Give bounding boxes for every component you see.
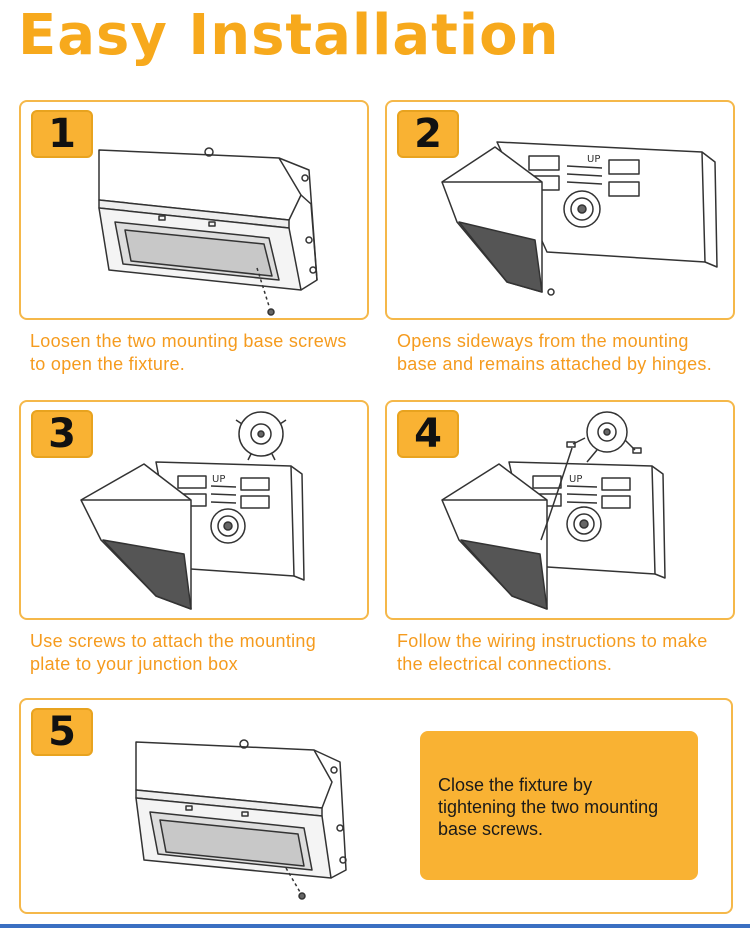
- step-1-caption: Loosen the two mounting base screws to o…: [30, 330, 347, 376]
- caption-line: Use screws to attach the mounting: [30, 631, 317, 651]
- fixture-closed-with-screw-icon: [98, 147, 318, 316]
- caption-line: the electrical connections.: [397, 654, 613, 674]
- fixture-closed-with-screw-icon: [135, 739, 347, 900]
- step-3-panel: 3 UP: [19, 400, 369, 620]
- step-4-caption: Follow the wiring instructions to make t…: [397, 630, 708, 676]
- fixture-with-junction-box-icon: UP: [80, 411, 305, 610]
- note-line: base screws.: [438, 819, 544, 839]
- step-number-badge: 4: [397, 410, 459, 458]
- note-text: Close the fixture by tightening the two …: [438, 774, 688, 840]
- caption-line: to open the fixture.: [30, 354, 186, 374]
- caption-line: plate to your junction box: [30, 654, 238, 674]
- step-3-caption: Use screws to attach the mounting plate …: [30, 630, 316, 676]
- caption-line: base and remains attached by hinges.: [397, 354, 712, 374]
- page-title: Easy Installation: [18, 3, 560, 68]
- caption-line: Loosen the two mounting base screws: [30, 331, 347, 351]
- step-number-badge: 3: [31, 410, 93, 458]
- note-line: tightening the two mounting: [438, 797, 659, 817]
- step-2-caption: Opens sideways from the mounting base an…: [397, 330, 712, 376]
- up-label: UP: [569, 474, 582, 485]
- step-number-badge: 5: [31, 708, 93, 756]
- caption-line: Opens sideways from the mounting: [397, 331, 689, 351]
- step-number-badge: 1: [31, 110, 93, 158]
- fixture-wiring-connections-icon: UP: [441, 411, 666, 610]
- step-4-panel: 4 UP: [385, 400, 735, 620]
- step-5-note: Close the fixture by tightening the two …: [420, 731, 698, 880]
- caption-line: Follow the wiring instructions to make: [397, 631, 708, 651]
- note-line: Close the fixture by: [438, 775, 593, 795]
- up-label: UP: [587, 154, 600, 165]
- step-2-panel: 2 UP: [385, 100, 735, 320]
- up-label: UP: [212, 474, 225, 485]
- step-1-panel: 1: [19, 100, 369, 320]
- step-number-badge: 2: [397, 110, 459, 158]
- bottom-border: [0, 924, 750, 928]
- fixture-opened-on-hinges-icon: UP: [441, 141, 718, 296]
